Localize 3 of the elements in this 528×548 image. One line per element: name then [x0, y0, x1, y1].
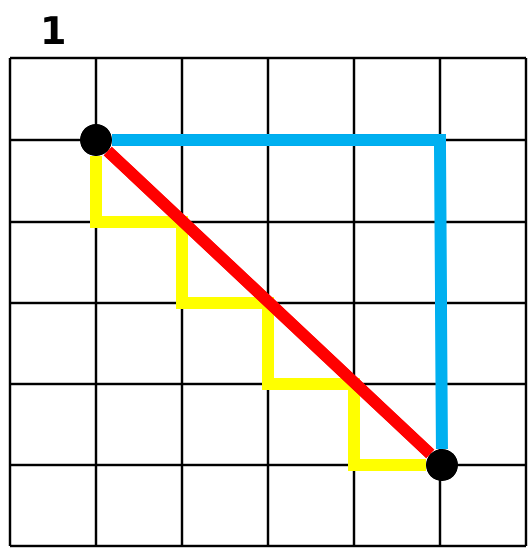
point-dot — [426, 449, 458, 481]
figure-number: 1 — [40, 12, 66, 50]
point-dot — [80, 124, 112, 156]
